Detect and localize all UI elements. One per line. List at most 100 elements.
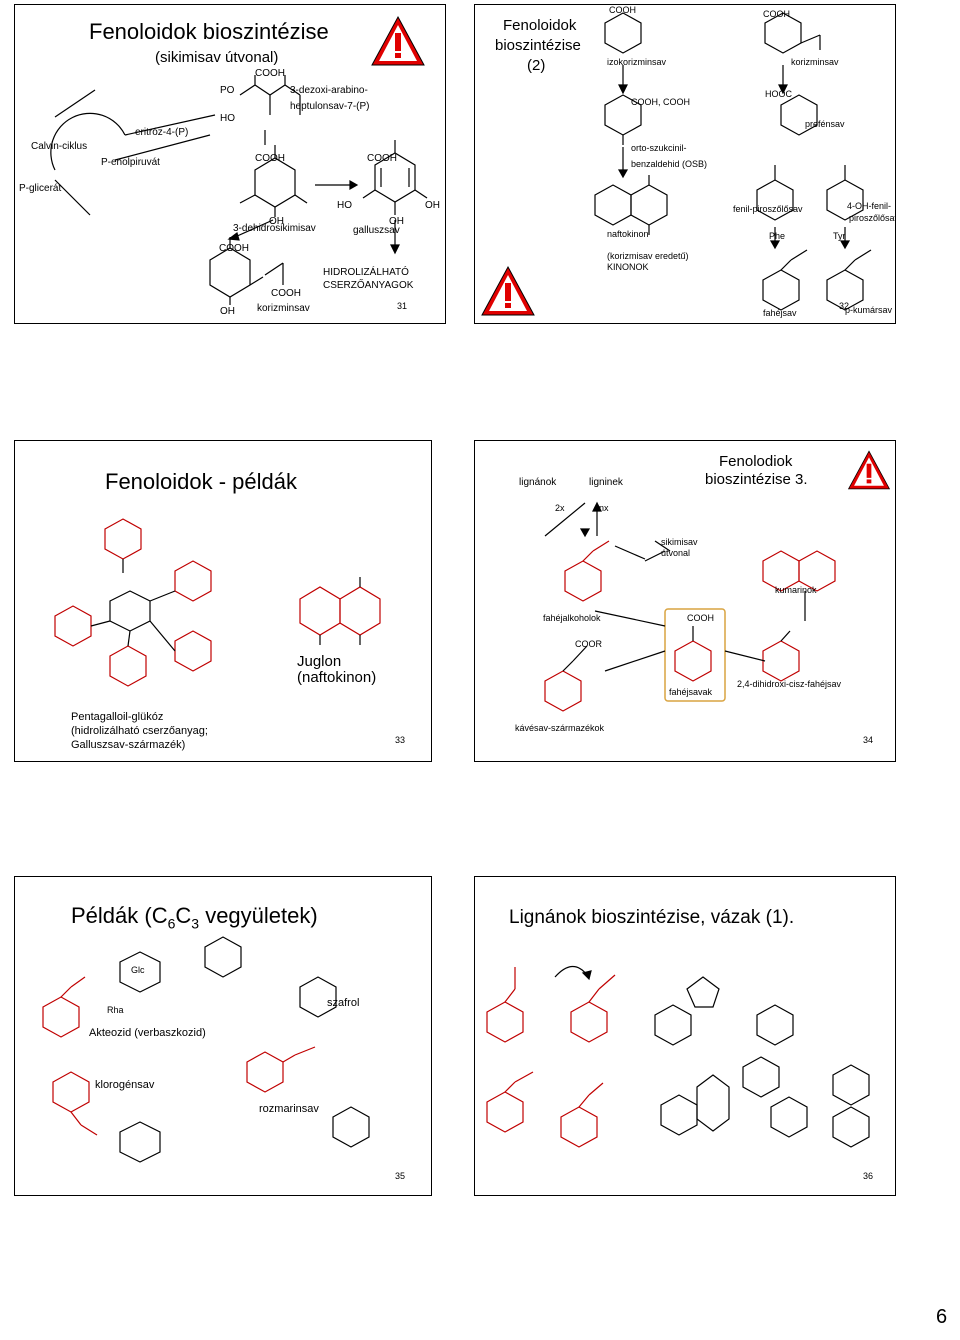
slide-34-title-2: bioszintézise 3.	[705, 471, 808, 488]
slide-31-structures	[50, 75, 428, 305]
label-dehidro: 3-dehidrosikimisav	[233, 223, 316, 234]
label-cooh-34: COOH	[687, 613, 714, 623]
slide-32-title-3: (2)	[527, 57, 546, 74]
label-ohfenil-1: 4-OH-fenil-	[847, 201, 892, 211]
slide-33-structures	[54, 518, 381, 687]
label-cooh-koriz: COOH	[219, 243, 249, 254]
slide-34-title-1: Fenolodiok	[719, 453, 793, 470]
label-penta-1: Pentagalloil-glükóz	[71, 711, 164, 723]
label-kinon: KINONOK	[607, 262, 649, 272]
label-klorogen: klorogénsav	[95, 1079, 155, 1091]
label-cooh-koriz-32: COOH	[763, 9, 790, 19]
label-sikimi-2: útvonal	[661, 548, 691, 558]
title-part-2: C	[175, 903, 192, 928]
slide-34-structures	[544, 501, 836, 712]
slide-36-title: Lignánok bioszintézise, vázak (1).	[509, 907, 795, 928]
label-penta-3: Galluszsav-származék)	[71, 739, 186, 751]
page-number-36: 36	[863, 1171, 874, 1181]
label-tyr: Tyr	[833, 231, 846, 241]
label-ohfenil-2: piroszőlősav	[849, 213, 896, 223]
label-cooh-top: COOH	[255, 68, 285, 79]
label-cooh-3: COOH	[367, 153, 397, 164]
slide-33-title: Fenoloidok - példák	[105, 469, 298, 494]
label-ho-gallus: HO	[337, 200, 352, 211]
label-gallus: galluszsav	[353, 225, 400, 236]
label-ho-chain: HO	[220, 113, 235, 124]
page-number-34: 34	[863, 735, 874, 745]
label-oh-gallus-2: OH	[389, 216, 404, 227]
page-number-31: 31	[397, 301, 408, 311]
slide-32: Fenoloidok bioszintézise (2) COOH COOH i…	[474, 4, 896, 324]
label-cooh-2: COOH	[255, 153, 285, 164]
title-sub-3: 3	[191, 915, 200, 932]
label-hidrol-1: HIDROLIZÁLHATÓ	[323, 267, 409, 278]
page-number-33: 33	[395, 735, 406, 745]
label-oh-gallus: OH	[425, 200, 440, 211]
label-orto-2: benzaldehid (OSB)	[631, 159, 708, 169]
label-fahejsavak: fahéjsavak	[669, 687, 713, 697]
label-akteozid: Akteozid (verbaszkozid)	[89, 1027, 206, 1039]
label-penol: P-enolpiruvát	[101, 157, 160, 168]
title-sub-6: 6	[167, 915, 176, 932]
label-calvin: Calvin-ciklus	[31, 141, 88, 152]
label-hidrol-2: CSERZŐANYAGOK	[323, 280, 414, 291]
label-prefen: prefénsav	[805, 119, 845, 129]
label-kavesav: kávésav-származékok	[515, 723, 605, 733]
label-rha: Rha	[107, 1005, 124, 1015]
label-po: PO	[220, 85, 235, 96]
document-page-number: 6	[936, 1306, 948, 1328]
label-oh-koriz: OH	[220, 306, 235, 317]
slide-32-structures	[594, 12, 872, 311]
slide-32-title-1: Fenoloidok	[503, 17, 577, 34]
label-kumarinok: kumarinok	[775, 585, 817, 595]
label-fahejalk: fahéjalkoholok	[543, 613, 601, 623]
label-rozmarin: rozmarinsav	[259, 1103, 319, 1115]
label-korizeredet: (korizmisav eredetű)	[607, 251, 689, 261]
label-nx: nx	[599, 503, 609, 513]
slide-35-title: Példák (C6C3 vegyületek)	[71, 903, 318, 931]
page-number-32: 32	[839, 301, 850, 311]
label-izokoriz: izokorizminsav	[607, 57, 667, 67]
label-cooh-pair: COOH, COOH	[631, 97, 691, 107]
label-koriz-32: korizminsav	[791, 57, 839, 67]
label-dihidroxi: 2,4-dihidroxi-cisz-fahéjsav	[737, 679, 842, 689]
slide-34: lignánok ligninek Fenolodiok bioszintézi…	[474, 440, 896, 762]
label-dezoxi-1: 3-dezoxi-arabino-	[290, 85, 368, 96]
slide-31: Fenoloidok bioszintézise (sikimisav útvo…	[14, 4, 446, 324]
label-orto-1: orto-szukcinil-	[631, 143, 687, 153]
label-glc: Glc	[131, 965, 145, 975]
slide-32-title-2: bioszintézise	[495, 37, 581, 54]
label-2x: 2x	[555, 503, 565, 513]
label-fahej: fahéjsav	[763, 308, 797, 318]
label-szafrol: szafrol	[327, 997, 360, 1009]
title-part-3: vegyületek)	[199, 903, 318, 928]
label-sikimi-1: sikimisav	[661, 537, 698, 547]
label-eritroz: eritróz-4-(P)	[135, 127, 189, 138]
label-juglon-2: (naftokinon)	[297, 669, 377, 686]
title-part-1: Példák (C	[71, 903, 168, 928]
label-cooh-iso: COOH	[609, 5, 636, 15]
label-phe: Phe	[769, 231, 786, 241]
slide-35: Példák (C6C3 vegyületek) Glc Rha Akteozi…	[14, 876, 432, 1196]
label-penta-2: (hidrolizálható cserzőanyag;	[71, 725, 208, 737]
slide-35-structures	[42, 936, 370, 1163]
label-oh-dehidro: OH	[269, 216, 284, 227]
slide-33: Fenoloidok - példák Juglon (naftokinon) …	[14, 440, 432, 762]
label-lignanok: lignánok	[519, 477, 557, 488]
slide-31-title: Fenoloidok bioszintézise	[89, 19, 329, 44]
label-coor: COOR	[575, 639, 602, 649]
page-number-35: 35	[395, 1171, 406, 1181]
label-ligninek: ligninek	[589, 477, 623, 488]
label-pglicerat: P-glicerát	[19, 183, 62, 194]
label-koriz: korizminsav	[257, 303, 310, 314]
slide-36: Lignánok bioszintézise, vázak (1). 36	[474, 876, 896, 1196]
label-kumar: p-kumársav	[845, 305, 893, 315]
label-naft: naftokinon	[607, 229, 649, 239]
label-hooc: HOOC	[765, 89, 792, 99]
label-fenilpir: fenil-piroszőlősav	[733, 204, 803, 214]
slide-31-subtitle: (sikimisav útvonal)	[155, 49, 279, 66]
label-cooh-koriz-2: COOH	[271, 288, 301, 299]
label-juglon-1: Juglon	[297, 653, 342, 670]
slide-36-structures	[486, 965, 870, 1148]
label-dezoxi-2: heptulonsav-7-(P)	[290, 101, 370, 112]
